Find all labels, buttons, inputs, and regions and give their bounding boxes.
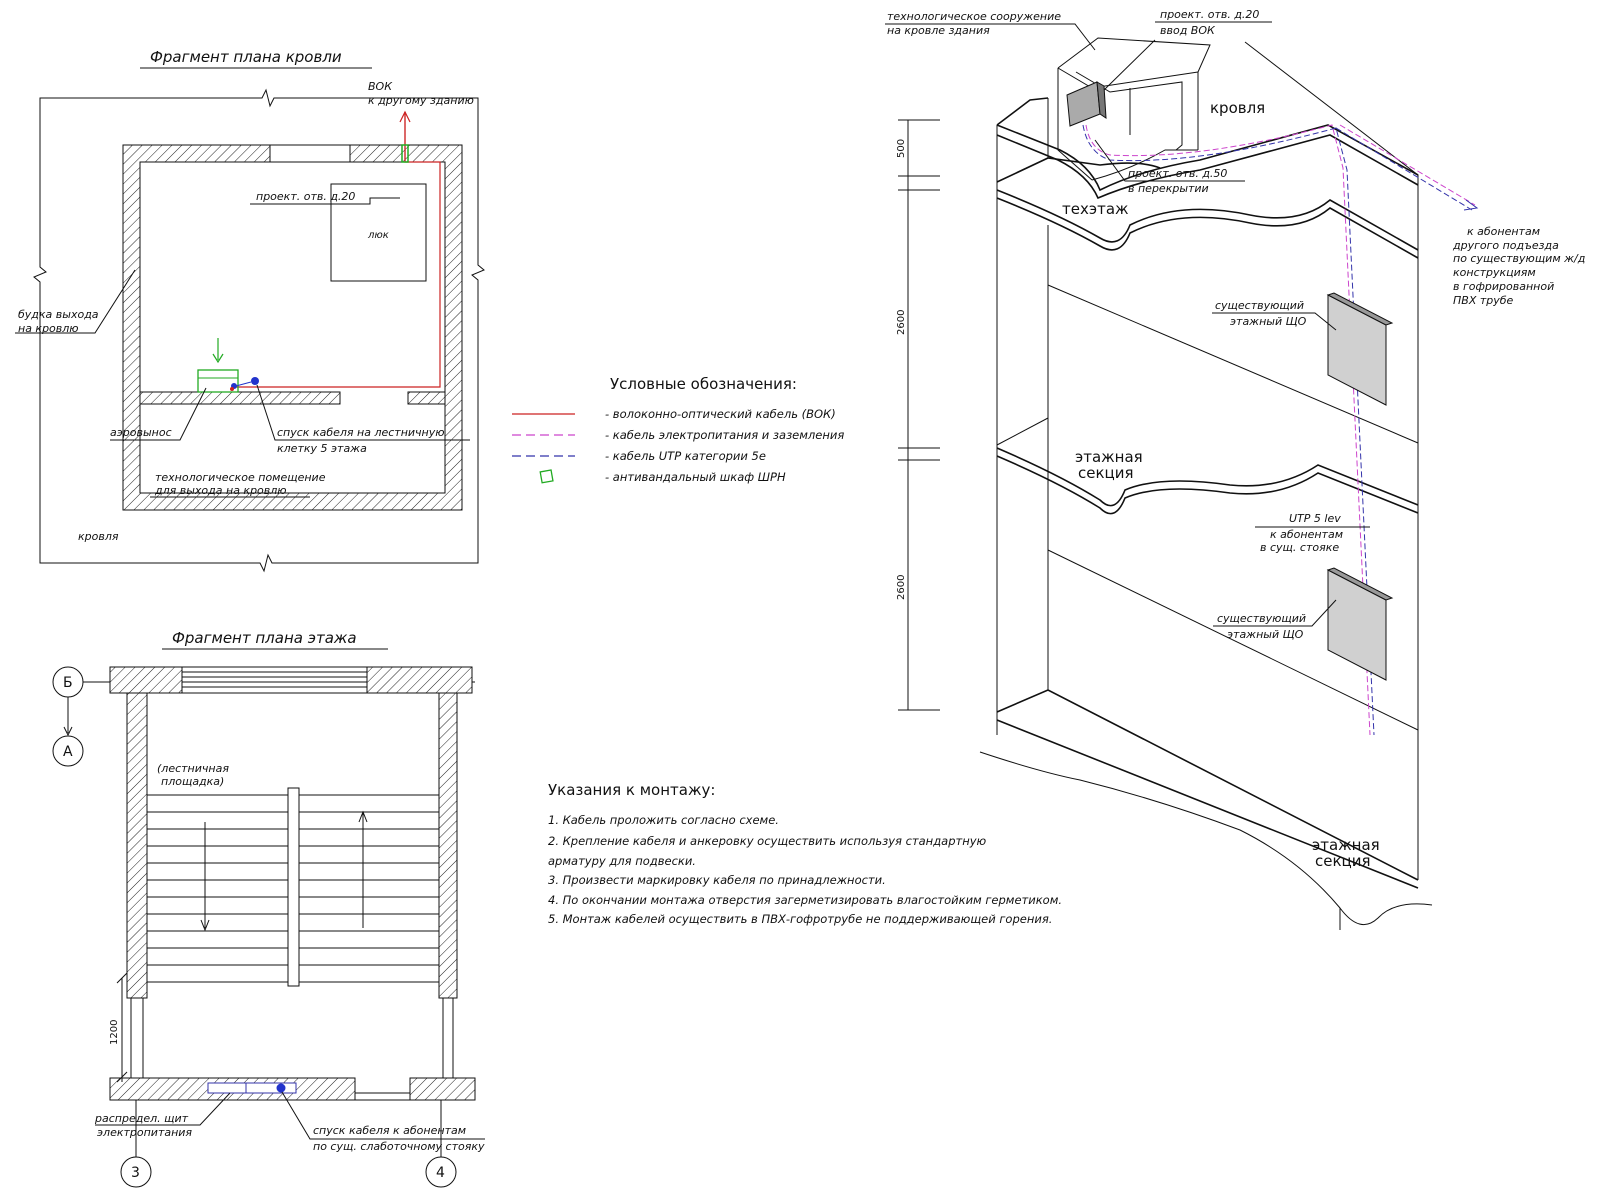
roof-plan: Фрагмент плана кровли люк проект. отв. д… (15, 48, 485, 573)
hole-d20-iso-label-1: проект. отв. д.20 (1160, 8, 1259, 21)
vok-to-building-label: к другому зданию (368, 94, 474, 107)
note-item: 4. По окончании монтажа отверстия загерм… (548, 893, 1062, 907)
air-vent-label: аэровынос (110, 426, 172, 439)
legend-swatch-cabinet (539, 469, 554, 484)
tech-floor-label: техэтаж (1062, 200, 1129, 218)
tech-struct-label-1: технологическое сооружение (887, 10, 1061, 23)
legend: Условные обозначения: - волоконно-оптиче… (512, 375, 844, 484)
floor-section-2-label-1: этажная (1312, 836, 1380, 854)
tech-struct-label-2: на кровле здания (887, 24, 990, 37)
to-subscribers-label-6: ПВХ трубе (1453, 294, 1514, 307)
hole-d20-label: проект. отв. д.20 (256, 190, 355, 203)
roof-label: кровля (78, 530, 119, 543)
tech-room-label-2: для выхода на кровлю (154, 484, 287, 497)
to-subscribers-label-4: конструкциям (1453, 266, 1536, 279)
roof-plan-title: Фрагмент плана кровли (150, 48, 342, 66)
descent-label-1: спуск кабеля к абонентам (313, 1124, 466, 1137)
utp-label-2: к абонентам (1270, 528, 1343, 541)
panel-1-label-1: существующий (1215, 299, 1304, 312)
legend-item: - волоконно-оптический кабель (ВОК) (605, 407, 836, 421)
legend-item: - кабель UTP категории 5е (605, 449, 766, 463)
to-subscribers-label-1: к абонентам (1467, 225, 1540, 238)
hatch-label: люк (367, 230, 389, 241)
floor-panel-2 (1327, 569, 1387, 681)
cable-descent-label-1: спуск кабеля на лестничную (277, 426, 445, 439)
to-subscribers-label-2: другого подъезда (1452, 239, 1559, 252)
axis-b-label: Б (63, 675, 73, 691)
landing-label-2: площадка) (161, 775, 224, 788)
legend-title: Условные обозначения: (610, 375, 797, 393)
utp-label-1: UTP 5 lev (1289, 512, 1341, 525)
axis-a-label: А (63, 744, 73, 760)
to-subscribers-label-3: по существующим ж/д (1453, 252, 1585, 265)
landing-label-1: (лестничная (157, 762, 229, 775)
cable-descent-label-2: клетку 5 этажа (277, 442, 367, 455)
installation-notes: Указания к монтажу: 1. Кабель проложить … (548, 781, 1062, 926)
dim-1200: 1200 (109, 1020, 120, 1045)
floor-plan: Фрагмент плана этажа Б А 3 4 (52, 629, 485, 1188)
axis-bubble-a (52, 735, 84, 767)
panel-1-label-2: этажный ЩО (1230, 315, 1307, 328)
floor-section-1-label-2: секция (1078, 464, 1134, 482)
axis-3-label: 3 (131, 1165, 140, 1181)
hole-d20-iso-label-2: ввод ВОК (1160, 24, 1216, 37)
descent-label-2: по сущ. слаботочному стояку (313, 1140, 485, 1153)
to-subscribers-label-5: в гофрированной (1453, 280, 1554, 293)
exit-box-label-2: на кровлю (18, 322, 79, 335)
utp-label-3: в сущ. стояке (1260, 541, 1339, 554)
tech-room-label-1: технологическое помещение (155, 471, 326, 484)
dim-500: 500 (896, 139, 907, 158)
legend-item: - кабель электропитания и заземления (605, 428, 844, 442)
note-item: 1. Кабель проложить согласно схеме. (548, 813, 779, 827)
iso-roof-label: кровля (1210, 99, 1265, 117)
panel-2-label-1: существующий (1217, 612, 1306, 625)
note-item: 2. Крепление кабеля и анкеровку осуществ… (548, 834, 987, 848)
floor-plan-title: Фрагмент плана этажа (172, 629, 357, 647)
hole-d50-label-1: проект. отв. д.50 (1128, 167, 1227, 180)
note-item: 5. Монтаж кабелей осуществить в ПВХ-гофр… (548, 912, 1052, 926)
vok-label: ВОК (368, 80, 393, 93)
note-item: арматуру для подвески. (548, 854, 696, 868)
axis-4-label: 4 (436, 1165, 445, 1181)
floor-section-2-label-2: секция (1315, 852, 1371, 870)
stair-flight (147, 787, 439, 987)
dim-2600-lower: 2600 (896, 575, 907, 600)
dist-board-label-2: электропитания (97, 1126, 192, 1139)
floor-panel-1 (1327, 294, 1387, 406)
isometric-section: 500 2600 2600 технологическое сооружение… (885, 8, 1585, 930)
note-item: 3. Произвести маркировку кабеля по прина… (548, 873, 886, 887)
panel-2-label-2: этажный ЩО (1227, 628, 1304, 641)
hole-d50-label-2: в перекрытии (1128, 182, 1209, 195)
floor-section-1-label-1: этажная (1075, 448, 1143, 466)
notes-title: Указания к монтажу: (548, 781, 715, 799)
exit-box-label-1: будка выхода (18, 308, 99, 321)
dim-2600-upper: 2600 (896, 310, 907, 335)
dist-board-label-1: распредел. щит (94, 1112, 189, 1125)
legend-item: - антивандальный шкаф ШРН (605, 470, 786, 484)
